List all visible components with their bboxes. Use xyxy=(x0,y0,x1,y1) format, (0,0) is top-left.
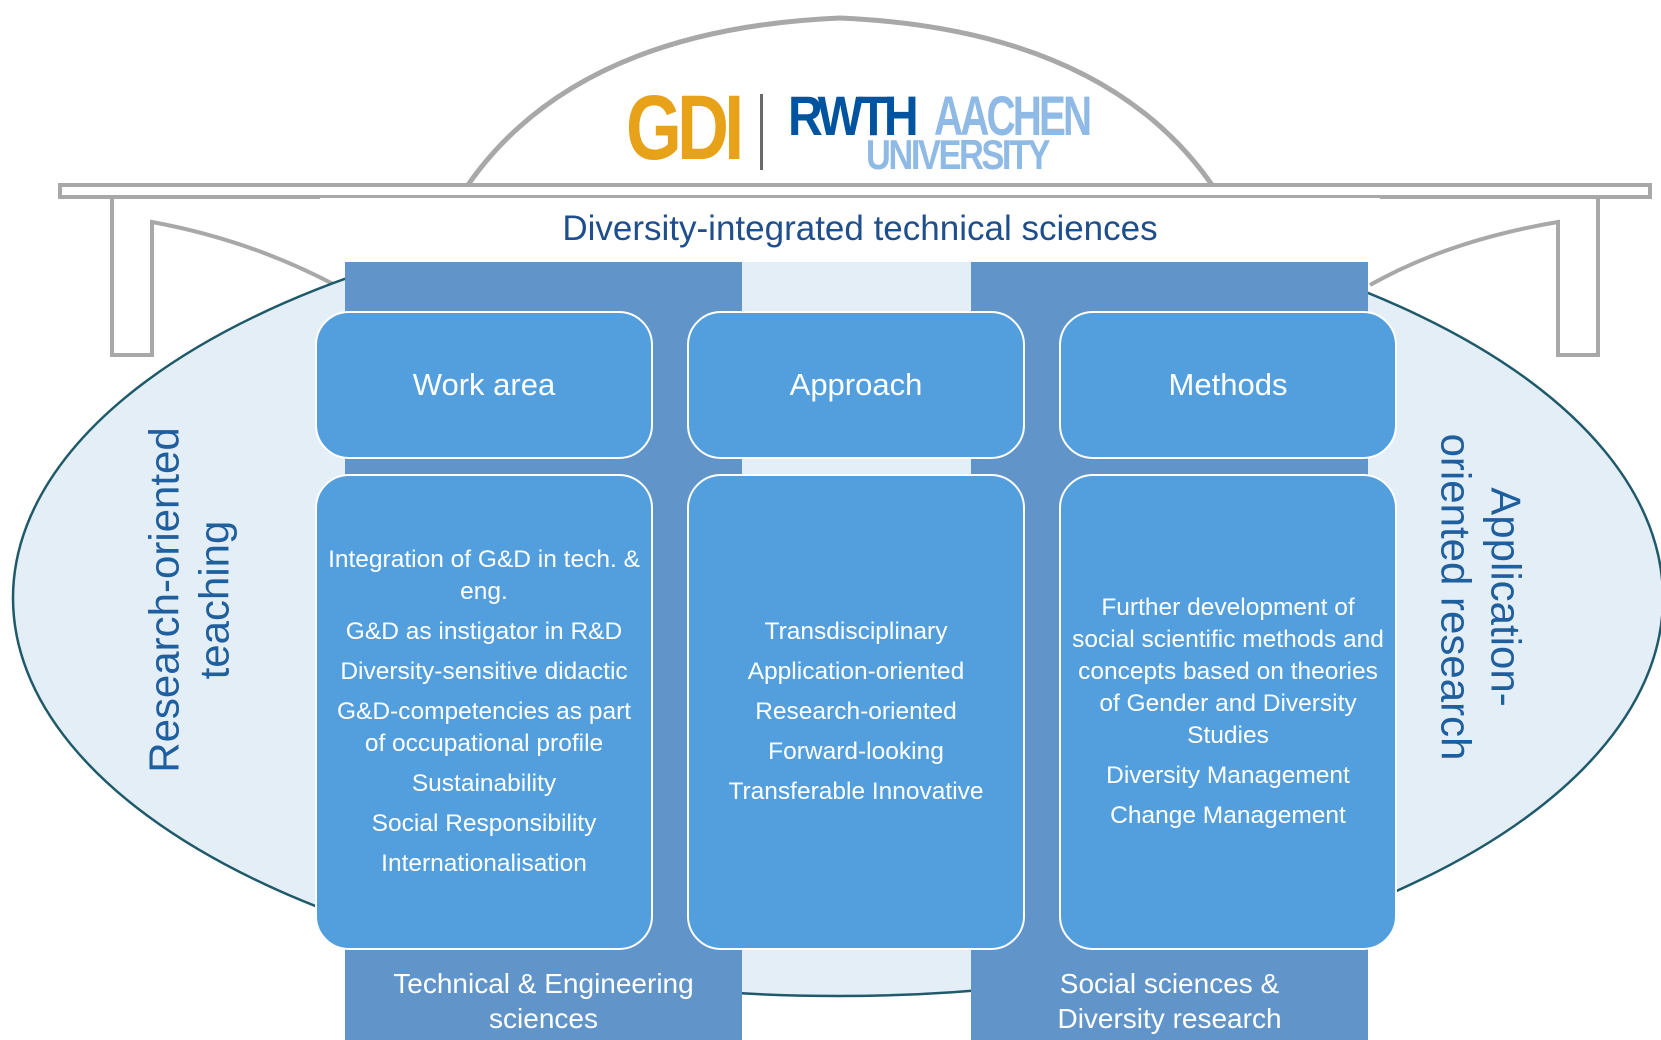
diagram-title: Diversity-integrated technical sciences xyxy=(562,209,1158,248)
rwth-logo-university: UNIVERSITY xyxy=(866,131,1051,178)
bridge-leg-right xyxy=(1369,197,1600,357)
work-area-item: G&D-competencies as part of occupational… xyxy=(336,698,632,757)
left-label-line-2: teaching xyxy=(191,520,238,680)
approach-item: Application-oriented xyxy=(747,658,965,685)
pillar-social-label: Social sciences & Diversity research xyxy=(971,966,1368,1036)
rwth-logo-aachen: AACHEN xyxy=(934,84,1092,147)
header-work-area: Work area xyxy=(315,311,653,459)
work-area-item: Sustainability xyxy=(411,770,557,797)
left-side-label: Research-oriented teaching xyxy=(140,427,241,773)
work-area-item: G&D as instigator in R&D xyxy=(345,618,623,645)
header-work-area-label: Work area xyxy=(412,367,556,402)
pillar-technical-line-2: sciences xyxy=(489,1003,598,1034)
content-approach: Transdisciplinary Application-oriented R… xyxy=(687,474,1025,950)
bridge-deck xyxy=(58,183,1652,199)
pillar-social-line-2: Diversity research xyxy=(1057,1003,1282,1034)
work-area-item: Diversity-sensitive didactic xyxy=(340,658,628,685)
gdi-logo: GDI xyxy=(626,77,744,179)
content-methods: Further development of social scientific… xyxy=(1059,474,1397,950)
pillar-social-line-1: Social sciences & xyxy=(1059,968,1280,999)
methods-item: Diversity Management xyxy=(1106,762,1350,789)
pillar-technical-line-1: Technical & Engineering xyxy=(393,968,694,999)
content-work-area: Integration of G&D in tech. & eng. G&D a… xyxy=(315,474,653,950)
right-label-line-2: oriented research xyxy=(1432,433,1479,761)
right-label-line-1: Application- xyxy=(1482,487,1530,707)
dome-arch xyxy=(452,15,1228,207)
header-methods-label: Methods xyxy=(1168,367,1288,402)
header-approach: Approach xyxy=(687,311,1025,459)
work-area-item: Internationalisation xyxy=(381,850,587,877)
approach-item: Transferable Innovative xyxy=(728,778,984,805)
rwth-logo-rwth: RWTH xyxy=(788,84,919,147)
bridge-leg-left xyxy=(110,197,336,357)
pillar-technical-label: Technical & Engineering sciences xyxy=(345,966,742,1036)
right-side-label: Application- oriented research xyxy=(1430,434,1531,761)
work-area-item: Integration of G&D in tech. & eng. xyxy=(328,546,640,605)
methods-item: Further development of social scientific… xyxy=(1072,594,1384,749)
approach-item: Transdisciplinary xyxy=(764,618,948,645)
header-approach-label: Approach xyxy=(789,367,923,402)
header-methods: Methods xyxy=(1059,311,1397,459)
left-label-line-1: Research-oriented xyxy=(140,427,188,773)
work-area-item: Social Responsibility xyxy=(371,810,597,837)
methods-item: Change Management xyxy=(1110,802,1346,829)
approach-item: Research-oriented xyxy=(755,698,957,725)
logo-separator xyxy=(760,94,763,170)
approach-item: Forward-looking xyxy=(768,738,944,765)
